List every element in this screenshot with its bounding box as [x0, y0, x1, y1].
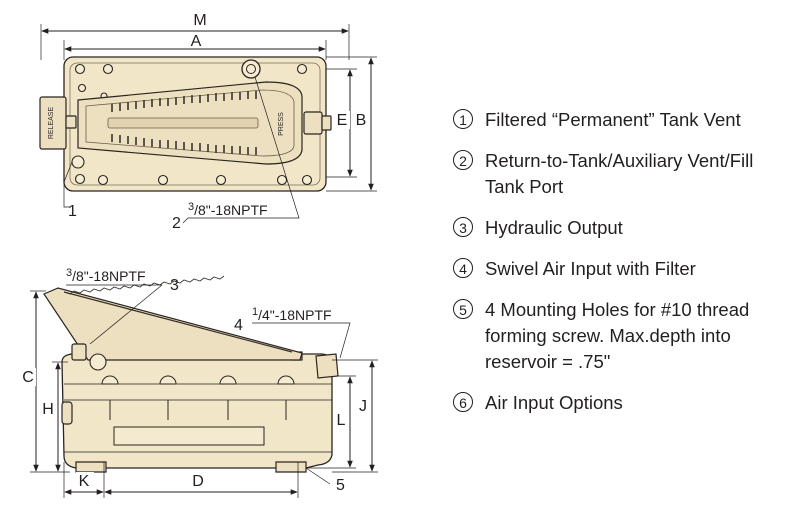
- legend-list: 1 Filtered “Permanent” Tank Vent 2 Retur…: [453, 107, 798, 431]
- side-bolts: [101, 375, 295, 385]
- legend-text: Hydraulic Output: [485, 217, 623, 238]
- hydraulic-port-thread-label: 3/8"-18NPTF: [66, 267, 146, 284]
- pump-reservoir-side: [61, 353, 333, 469]
- press-label: PRESS: [278, 112, 285, 136]
- dimension-b-label: B: [356, 112, 367, 129]
- legend-text: Swivel Air Input with Filter: [485, 258, 696, 279]
- callout-1-label: 1: [68, 203, 77, 220]
- dimension-c-label: C: [22, 369, 34, 386]
- release-label: RELEASE: [48, 107, 55, 140]
- callout-5-label: 5: [336, 477, 345, 494]
- dimension-l-label: L: [337, 412, 346, 429]
- tank-port-thread-label: 3/8"-18NPTF: [188, 201, 268, 218]
- dimension-h-label: H: [42, 401, 54, 418]
- top-view: M A RELEASE PRESS: [39, 10, 377, 232]
- dimension-e-label: E: [337, 112, 348, 129]
- bolt-heads: [74, 63, 313, 186]
- legend-text: Return-to-Tank/Auxiliary Vent/Fill Tank …: [485, 150, 754, 197]
- legend-number: 3: [453, 217, 473, 237]
- legend-number: 4: [453, 258, 473, 278]
- dimension-a-label: A: [191, 33, 202, 50]
- legend-number: 1: [453, 109, 473, 129]
- callout-1-leader: [63, 161, 73, 208]
- side-ribs: [109, 400, 287, 420]
- pedal-tread: [111, 91, 257, 155]
- legend-text: 4 Mounting Holes for #10 thread forming …: [485, 299, 750, 372]
- legend-number: 2: [453, 150, 473, 170]
- dimension-m-label: M: [193, 12, 206, 29]
- air-input-top: [303, 111, 323, 135]
- left-fitting: [61, 401, 73, 425]
- legend-number: 6: [453, 392, 473, 412]
- callout-3-label: 3: [170, 277, 179, 294]
- reservoir-window: [113, 426, 265, 446]
- legend-item: 3 Hydraulic Output: [453, 215, 798, 241]
- legend-text: Air Input Options: [485, 392, 623, 413]
- tank-port-icon: [241, 59, 261, 79]
- pivot-icon: [89, 353, 107, 371]
- legend-item: 4 Swivel Air Input with Filter: [453, 256, 798, 282]
- air-input-thread-label: 1/4"-18NPTF: [252, 306, 332, 323]
- dimension-k-label: K: [79, 473, 90, 490]
- hydraulic-port-side: [71, 343, 87, 361]
- air-fitting-side: [315, 353, 339, 379]
- callout-3-leader: [89, 284, 163, 345]
- legend-number: 5: [453, 299, 473, 319]
- dimension-d-label: D: [192, 473, 204, 490]
- callout-5-leader: [305, 467, 331, 485]
- side-view: 3/8"-18NPTF 3 4 1/4"-18NPTF C H L J: [20, 267, 378, 498]
- legend-item: 6 Air Input Options: [453, 390, 798, 416]
- pump-drawing: M A RELEASE PRESS: [20, 10, 378, 498]
- legend-item: 5 4 Mounting Holes for #10 thread formin…: [453, 297, 798, 375]
- callout-2-leader: [182, 76, 300, 224]
- legend-item: 2 Return-to-Tank/Auxiliary Vent/Fill Tan…: [453, 148, 798, 200]
- callout-4-leader: [252, 322, 351, 359]
- legend-text: Filtered “Permanent” Tank Vent: [485, 109, 741, 130]
- dimension-j-label: J: [359, 398, 367, 415]
- callout-4-label: 4: [234, 317, 243, 334]
- legend-item: 1 Filtered “Permanent” Tank Vent: [453, 107, 798, 133]
- callout-2-label: 2: [172, 215, 181, 232]
